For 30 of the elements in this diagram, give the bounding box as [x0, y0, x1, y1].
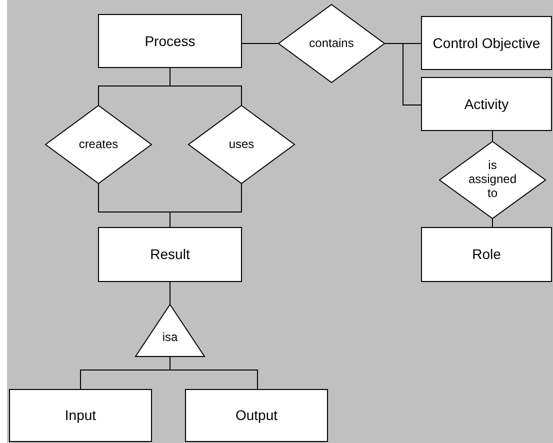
- entity-label: Input: [64, 407, 96, 424]
- isa-triangle: [135, 304, 205, 357]
- entity-box: [98, 14, 242, 68]
- entity-box: [421, 77, 552, 131]
- connector-line: [242, 43, 278, 44]
- connector-line: [492, 218, 493, 228]
- relationship-diamond: [439, 141, 546, 219]
- connector-line: [170, 68, 242, 106]
- entity-box: [421, 16, 552, 70]
- entity-label: uses: [228, 138, 254, 152]
- connector-line: [170, 184, 242, 228]
- entity-label: isa: [162, 330, 178, 344]
- entity-box: [185, 389, 328, 442]
- entity-box: [421, 227, 552, 282]
- entity-label: is assigned to: [467, 159, 518, 201]
- entity-label: creates: [78, 138, 118, 152]
- entity-label: Result: [150, 246, 190, 263]
- entity-label: Activity: [464, 96, 509, 112]
- relationship-diamond: [188, 105, 295, 184]
- entity-label: contains: [309, 36, 354, 50]
- entity-label: Process: [144, 32, 196, 50]
- connector-line: [384, 43, 422, 106]
- entity-box: [9, 389, 152, 442]
- relationship-diamond: [45, 105, 152, 184]
- entity-label: Role: [472, 246, 501, 263]
- entity-box: [98, 227, 242, 282]
- entity-label: Output: [235, 407, 278, 424]
- relationship-diamond: [278, 4, 385, 83]
- entity-label: Control Objective: [432, 34, 540, 52]
- connector-line: [492, 130, 493, 142]
